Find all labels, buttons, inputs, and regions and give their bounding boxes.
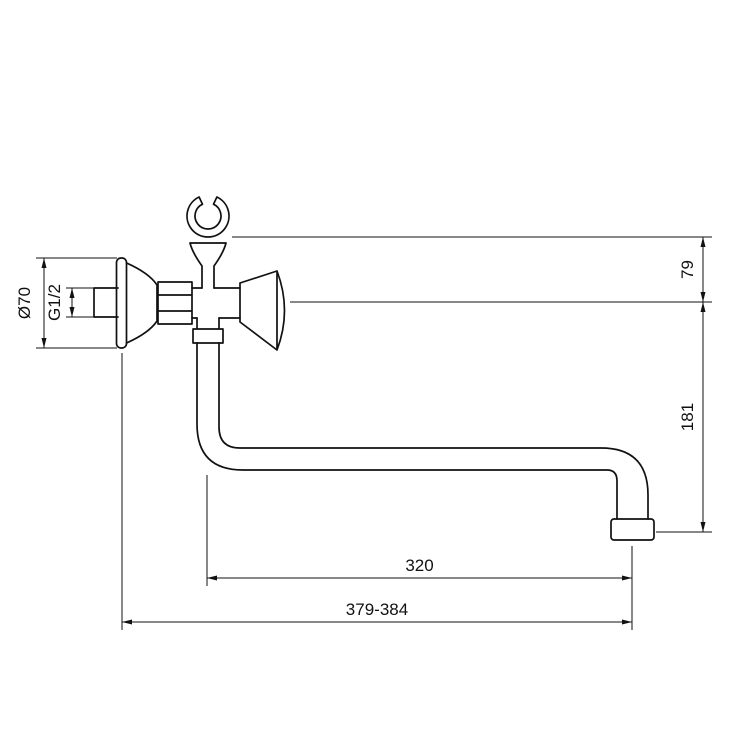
wall-flange-rim	[115, 257, 128, 349]
shower-holder-clip	[186, 196, 230, 238]
arrow-right-icon	[622, 619, 632, 625]
dim-label-79: 79	[678, 260, 697, 279]
dim-label-320: 320	[405, 556, 433, 575]
supply-pipe-stub	[93, 287, 119, 318]
handle	[239, 270, 286, 351]
arrow-up-icon	[41, 258, 47, 268]
arrow-up-icon	[700, 237, 706, 247]
arrow-up-icon	[69, 288, 75, 298]
dimension-spout-reach: 320	[207, 556, 632, 581]
dim-label-flange-diameter: Ø70	[15, 287, 34, 319]
arrow-right-icon	[622, 575, 632, 581]
dimension-height-holder: 79	[678, 237, 706, 302]
arrow-up-icon	[700, 302, 706, 312]
holder-stem	[189, 242, 227, 289]
dimension-height-spout: 181	[678, 302, 706, 532]
arrow-down-icon	[41, 338, 47, 348]
wall-flange-cone	[125, 262, 158, 344]
arrow-down-icon	[69, 307, 75, 317]
dimension-total-projection: 379-384	[122, 600, 632, 625]
faucet-outline	[93, 196, 655, 541]
extension-lines	[36, 236, 712, 630]
spout-collar	[192, 317, 224, 344]
hex-nut	[157, 281, 193, 325]
arrow-left-icon	[122, 619, 132, 625]
dim-label-thread: G1/2	[45, 284, 64, 321]
arrow-down-icon	[700, 522, 706, 532]
arrow-left-icon	[207, 575, 217, 581]
dimension-flange-diameter: Ø70	[15, 258, 47, 348]
dim-label-379-384: 379-384	[346, 600, 408, 619]
dimension-thread-size: G1/2	[45, 284, 75, 321]
aerator-outlet	[610, 518, 655, 541]
arrow-down-icon	[700, 292, 706, 302]
valve-body	[191, 287, 241, 319]
dim-label-181: 181	[678, 403, 697, 431]
spout-tube	[196, 342, 649, 520]
